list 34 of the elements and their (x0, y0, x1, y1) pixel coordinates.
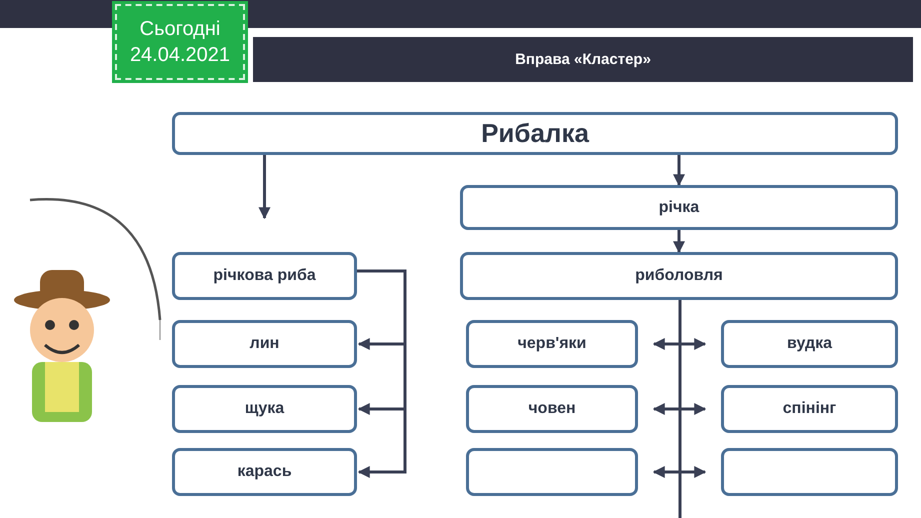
slide-title: Вправа «Кластер» (515, 51, 651, 68)
concept-label: човен (528, 400, 576, 418)
concept-label: карась (237, 463, 292, 481)
concept-box (172, 112, 898, 155)
concept-label: річка (658, 198, 700, 216)
concept-label: Рибалка (481, 118, 589, 149)
concept-box (172, 252, 357, 300)
concept-box (721, 320, 898, 368)
arrow (673, 230, 685, 254)
arrow (652, 338, 706, 350)
concept-box (172, 320, 357, 368)
concept-box (460, 185, 898, 230)
concept-label: лин (250, 335, 280, 353)
concept-box (466, 320, 638, 368)
date-text: Сьогодні (140, 18, 220, 40)
concept-label: риболовля (635, 267, 723, 285)
concept-label: щука (244, 400, 284, 418)
concept-box (460, 252, 898, 300)
concept-label: вудка (787, 335, 832, 353)
arrow (652, 403, 706, 415)
empty-box (466, 448, 638, 496)
arrow (673, 155, 685, 186)
concept-box (466, 385, 638, 433)
concept-box (172, 385, 357, 433)
date-text: 24.04.2021 (130, 44, 230, 66)
arrow (258, 155, 270, 220)
concept-label: річкова риба (213, 267, 316, 285)
concept-label: черв'яки (518, 335, 586, 353)
concept-label: спінінг (782, 400, 836, 418)
arrow (652, 466, 706, 478)
empty-box (721, 448, 898, 496)
concept-box (721, 385, 898, 433)
concept-box (172, 448, 357, 496)
arrow (357, 270, 406, 478)
